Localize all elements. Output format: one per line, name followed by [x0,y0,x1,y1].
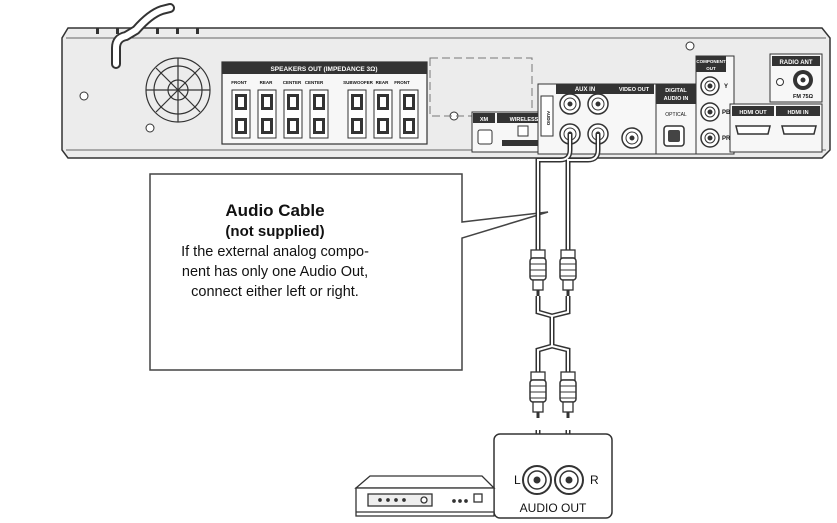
speakers-out-block [221,61,428,145]
hdmi-in-label: HDMI IN [787,110,808,116]
speaker-terminal [257,89,277,139]
rca-plug [559,249,577,296]
aux-in-label: AUX IN [575,87,595,93]
speaker-terminal [231,89,251,139]
audio-in-label: AUDIO IN [664,96,689,102]
y-label: Y [724,84,728,90]
speakers-out-label: SPEAKERS OUT (IMPEDANCE 3Ω) [270,66,377,73]
speaker-terminal [373,89,393,139]
speaker-terminal [399,89,419,139]
speaker-terminal [347,89,367,139]
digital-label: DIGITAL [665,88,687,94]
audio-out-label: AUDIO OUT [520,501,587,515]
callout-text: Audio Cable (not supplied) If the extern… [150,200,400,302]
audio-out-right-label: R [590,473,599,487]
hdmi-block [729,103,823,153]
rca-plug [529,249,547,296]
sp-rear-l-label: REAR [260,80,274,85]
sp-subwoofer-label: SUBWOOFER [343,80,373,85]
callout-title: Audio Cable [225,201,325,220]
radio-ant-label: RADIO ANT [779,60,812,66]
video-out-label: VIDEO OUT [619,87,650,93]
fm-label: FM 75Ω [793,94,814,100]
callout-body-line-2: nent has only one Audio Out, [181,264,369,280]
external-component-device [354,475,496,517]
audio-out-left-label: L [514,473,521,487]
speaker-terminal [283,89,303,139]
callout-body-line-1: If the external analog compo- [181,244,369,260]
digital-audio-in-block [655,83,697,155]
sp-center2-label: CENTER [305,80,324,85]
callout-body-line-3: connect either left or right. [191,284,359,300]
audio-out-panel: L R AUDIO OUT [493,433,613,519]
radio-ant-block [769,53,823,103]
rca-plug [529,371,547,418]
sp-center-label: CENTER [283,80,302,85]
callout-subtitle: (not supplied) [225,223,325,240]
wireless-label: WIRELESS [510,117,539,123]
rca-plugs [529,249,577,418]
pb-label: PB [722,110,731,116]
cooling-fan [145,57,211,123]
audio-side-label: AUDIO [546,111,551,126]
rca-plug [559,371,577,418]
hdmi-out-label: HDMI OUT [739,110,767,116]
component-label: COMPONENT [696,59,726,64]
speaker-terminal [309,89,329,139]
sp-front-r-label: FRONT [394,80,410,85]
sp-front-l-label: FRONT [231,80,247,85]
xm-label: XM [480,117,489,123]
sp-rear-r-label: REAR [376,80,390,85]
component-out-label: OUT [706,66,716,71]
optical-label: OPTICAL [665,112,687,118]
pr-label: PR [722,136,731,142]
callout-box [149,173,549,371]
